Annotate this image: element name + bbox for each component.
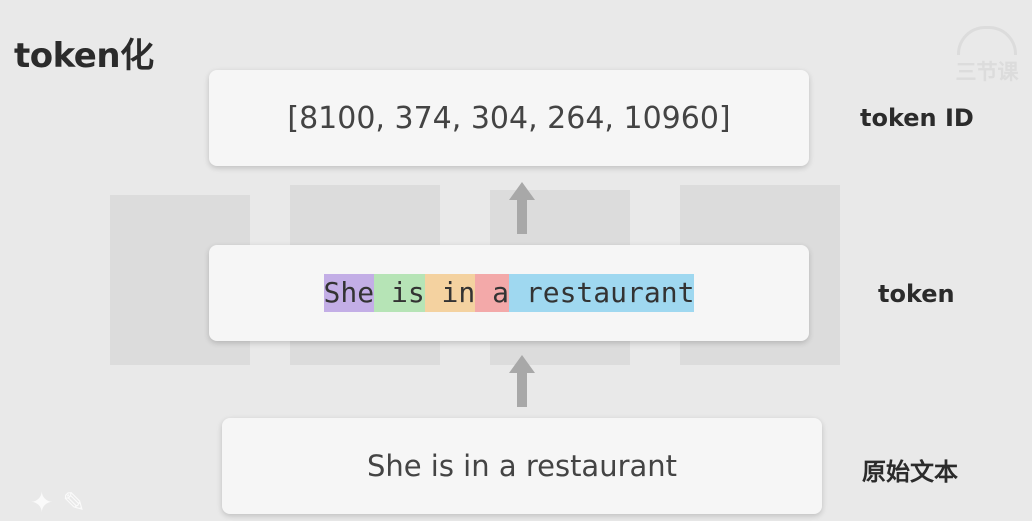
token-chip: restaurant bbox=[509, 274, 695, 312]
token-chip: in bbox=[424, 274, 476, 312]
brand-logo: 三节课 bbox=[948, 26, 1026, 84]
label-raw-text: 原始文本 bbox=[862, 458, 958, 486]
arrow-up-icon bbox=[509, 182, 535, 234]
page-title: token化 bbox=[14, 36, 154, 76]
raw-text: She is in a restaurant bbox=[366, 449, 678, 483]
token-chip: is bbox=[374, 274, 425, 312]
token-id-sequence: [8100, 374, 304, 264, 10960] bbox=[287, 100, 731, 136]
label-token: token bbox=[878, 280, 955, 308]
signature-watermark-icon: ✦ ✎ bbox=[30, 486, 86, 519]
token-box: She is in a restaurant bbox=[209, 245, 809, 341]
token-chip: a bbox=[475, 274, 509, 312]
token-sequence: She is in a restaurant bbox=[323, 274, 695, 312]
token-chip: She bbox=[323, 274, 375, 312]
label-token-id: token ID bbox=[860, 104, 974, 132]
token-id-box: [8100, 374, 304, 264, 10960] bbox=[209, 70, 809, 166]
logo-arc-icon bbox=[957, 26, 1017, 55]
raw-text-box: She is in a restaurant bbox=[222, 418, 822, 514]
arrow-up-icon bbox=[509, 355, 535, 407]
logo-text: 三节课 bbox=[955, 60, 1019, 84]
